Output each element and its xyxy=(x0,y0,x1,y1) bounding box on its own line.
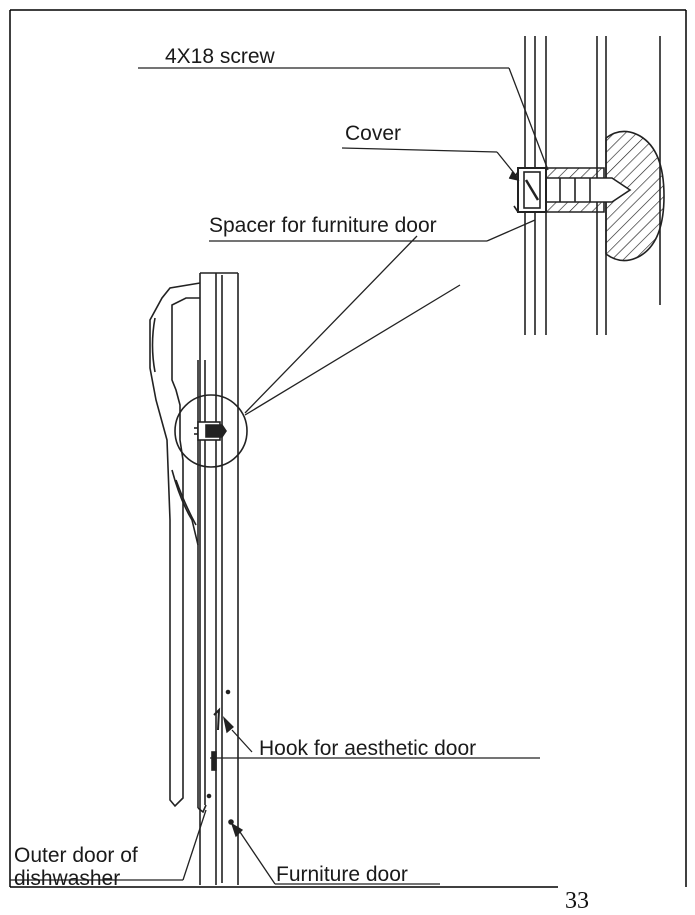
label-cover: Cover xyxy=(345,122,401,145)
label-screw: 4X18 screw xyxy=(165,45,276,68)
label-spacer: Spacer for furniture door xyxy=(209,214,437,237)
page-frame xyxy=(9,9,687,888)
door-assembly xyxy=(149,272,248,885)
label-hook: Hook for aesthetic door xyxy=(259,737,476,760)
label-outer-door-line1: Outer door of xyxy=(14,844,138,867)
detail-view xyxy=(513,36,665,335)
label-outer-door-line2: dishwasher xyxy=(14,867,120,890)
label-furniture-door: Furniture door xyxy=(276,863,408,886)
leader-lines xyxy=(10,67,549,885)
page-number: 33 xyxy=(565,888,589,910)
